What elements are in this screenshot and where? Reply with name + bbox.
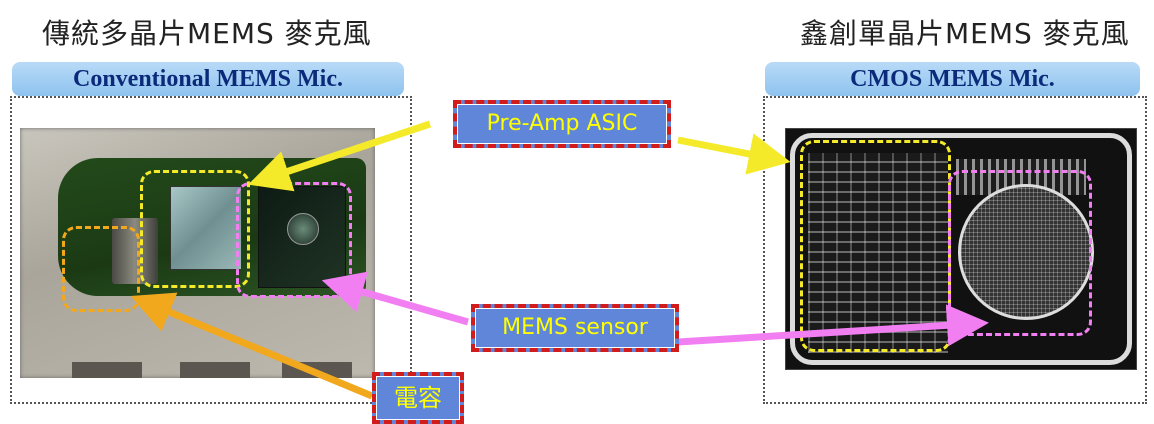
integrated-mems-sensor: [958, 184, 1094, 320]
mems-sensor-die: [258, 186, 346, 288]
right-header: CMOS MEMS Mic.: [765, 62, 1140, 96]
preamp-asic-callout: Pre-Amp ASIC: [453, 100, 671, 148]
package-foot-mid: [180, 362, 250, 378]
sensor-outline-right: [948, 170, 1092, 336]
package-foot-left: [72, 362, 142, 378]
arrow-sensor-right: [677, 304, 989, 347]
capacitor-callout: 電容: [372, 372, 464, 424]
die-seal-ring: [790, 133, 1132, 365]
asic-chip: [170, 186, 242, 270]
mems-sensor-callout: MEMS sensor: [471, 304, 679, 352]
circuit-area: [808, 153, 948, 353]
left-title: 傳統多晶片MEMS 麥克風: [42, 17, 372, 50]
right-title: 鑫創單晶片MEMS 麥克風: [800, 17, 1130, 50]
arrow-asic-right: [677, 133, 791, 175]
arrow-asic-left: [248, 120, 432, 192]
diaphragm: [287, 213, 319, 245]
asic-outline-left: [140, 170, 250, 288]
arrow-capacitor: [130, 292, 374, 400]
arrow-sensor-left: [321, 271, 469, 326]
left-header: Conventional MEMS Mic.: [12, 62, 404, 96]
capacitor-outline: [62, 226, 140, 312]
